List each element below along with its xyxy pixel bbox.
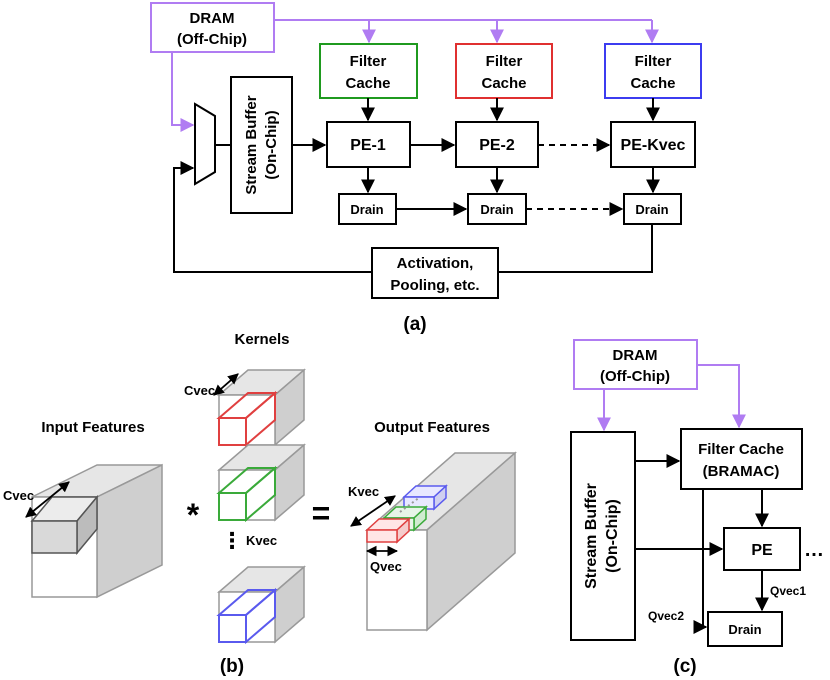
cvec-kernel-arrow [213,373,239,396]
star-operator: * [187,497,200,533]
filter-cache-1-label: Filter [350,53,387,70]
dram-sub-label-a: (Off-Chip) [177,31,247,48]
pe-2-label: PE-2 [479,137,515,154]
pe-label-c: PE [751,542,773,559]
filter-cache-3-sublabel: Cache [630,75,675,92]
activation-box [371,247,499,299]
kernels-title: Kernels [234,331,289,348]
pe-box-c [723,527,801,571]
activation-to-mux-arrow [173,161,372,273]
cvec-kernel-label: Cvec [184,383,215,398]
filter-cache-2-label: Filter [486,53,523,70]
kvec-output-arrow [350,495,396,527]
equals-operator: = [312,495,331,531]
filter-cache-2 [455,43,553,99]
stream-buffer-a-label: Stream Buffer [243,95,260,194]
pe-ellipsis: … [804,539,824,561]
filter-to-drain-arrow [693,489,708,634]
drain-3-label: Drain [635,202,668,217]
dram-label-c: DRAM [613,347,658,364]
kernel-vdots: ⋮ [221,528,243,553]
dram-to-filter-arrow-c [697,364,746,429]
stream-buffer-a [230,76,293,214]
filter-cache-3-label: Filter [635,53,672,70]
drain-1-box [338,193,397,225]
kernel-green [216,443,307,523]
drain-3-box [623,193,682,225]
drain-1-label: Drain [350,202,383,217]
input-features-cube [30,463,163,599]
dram-to-mux-arrow [171,52,195,132]
output-features-title: Output Features [374,419,490,436]
drain-2-label: Drain [480,202,513,217]
panel-c: DRAM (Off-Chip) Stream Buffer (On-Chip) … [570,339,824,677]
pe-kvec-box [610,121,696,168]
pe-kvec-label: PE-Kvec [621,137,686,154]
stream-buffer-c-label: Stream Buffer [583,483,600,589]
drain-label-c: Drain [728,622,761,637]
pe-1-box [326,121,411,168]
filter-cache-3 [604,43,702,99]
filter-cache-1-sublabel: Cache [345,75,390,92]
kvec-output-label: Kvec [348,484,379,499]
stream-buffer-c-sublabel: (On-Chip) [604,499,621,573]
panel-b: Kernels Input Features Output Features C… [3,331,517,677]
panel-a: DRAM (Off-Chip) Filter Cache Filter Cach… [150,2,702,335]
caption-c: (c) [673,656,696,677]
pe-1-label: PE-1 [350,137,386,154]
kvec-output-dots [399,496,421,513]
kvec-kernel-label: Kvec [246,533,277,548]
dram-box-a [150,2,275,53]
filter-cache-2-sublabel: Cache [481,75,526,92]
output-features-cube [365,451,517,632]
activation-sublabel: Pooling, etc. [390,277,479,294]
dram-sub-label-c: (Off-Chip) [600,368,670,385]
stream-buffer-a-sublabel: (On-Chip) [263,110,280,179]
filter-cache-c-label: Filter Cache [698,441,784,458]
mux-shape [194,102,216,186]
filter-cache-c [680,428,803,490]
kernel-blue [216,565,307,645]
cvec-input-label: Cvec [3,488,34,503]
qvec1-label: Qvec1 [770,584,806,598]
cvec-input-arrow [25,481,70,518]
drain-to-activation-wire [498,224,653,273]
activation-label: Activation, [397,255,474,272]
drain-box-c [707,611,783,647]
qvec-label: Qvec [370,559,402,574]
kernel-red [216,368,307,448]
dram-label-a: DRAM [190,10,235,27]
caption-b: (b) [220,656,244,677]
caption-a: (a) [403,314,426,335]
qvec2-label: Qvec2 [648,609,684,623]
input-features-title: Input Features [41,419,144,436]
filter-cache-c-sublabel: (BRAMAC) [703,463,780,480]
stream-buffer-c [570,431,636,641]
